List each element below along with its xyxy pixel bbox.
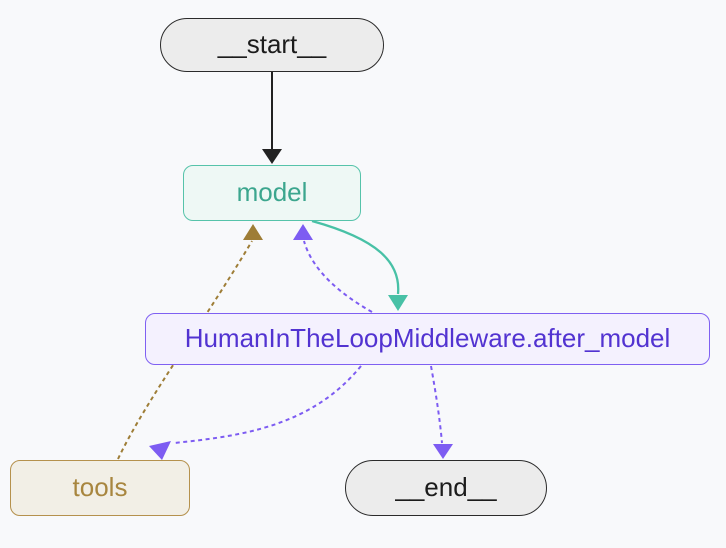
edge-after-model-to-model [293, 224, 373, 313]
arrowhead-after-model-to-end [433, 444, 453, 459]
edge-after-model-to-end [430, 365, 453, 459]
node-after-model-label: HumanInTheLoopMiddleware.after_model [184, 323, 671, 353]
node-end: __end__ [345, 460, 547, 516]
arrowhead-after-model-to-model [293, 224, 313, 240]
arrowhead-tools-to-model [243, 224, 263, 240]
node-tools: tools [10, 460, 190, 516]
edge-tools-to-model [117, 224, 263, 460]
node-start: __start__ [160, 18, 384, 72]
node-tools-label: tools [72, 472, 128, 502]
edge-after-model-to-model-line [303, 240, 373, 313]
edge-after-model-to-end-line [430, 365, 443, 444]
node-model: model [183, 165, 361, 221]
edge-after-model-to-tools [149, 365, 362, 460]
node-start-label: __start__ [217, 29, 327, 59]
edge-tools-to-model-line [117, 240, 253, 460]
arrowhead-after-model-to-tools [149, 441, 171, 460]
arrowhead-model-to-after-model [388, 295, 408, 311]
arrowhead-start-to-model [262, 149, 282, 164]
edge-after-model-to-tools-line [173, 365, 362, 444]
node-model-label: model [236, 177, 308, 207]
node-after-model: HumanInTheLoopMiddleware.after_model [145, 313, 710, 365]
edge-model-to-after-model-line [311, 219, 400, 295]
edge-start-to-model [262, 72, 282, 164]
node-end-label: __end__ [395, 472, 497, 502]
edge-model-to-after-model [311, 219, 408, 311]
